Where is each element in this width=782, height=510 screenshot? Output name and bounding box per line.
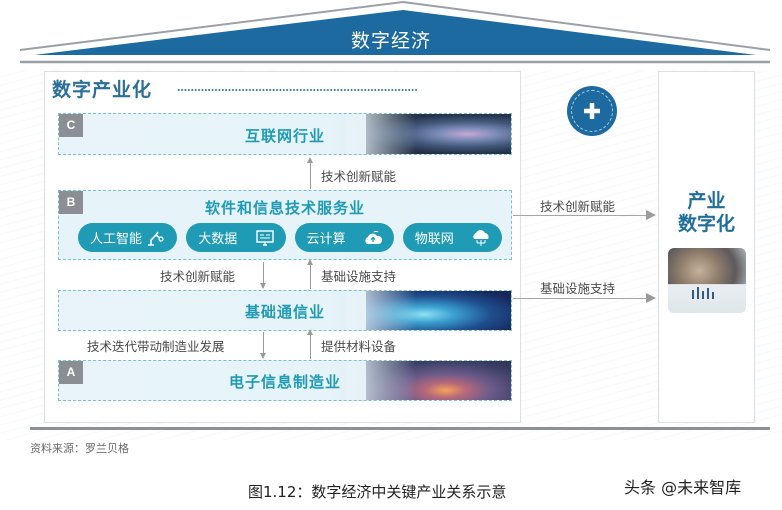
layer-title-b: 软件和信息技术服务业 <box>204 199 365 217</box>
chart-bar <box>712 292 714 299</box>
layer-internet-industry: C 互联网行业 <box>58 113 512 155</box>
chip-label: 云计算 <box>306 232 346 247</box>
business-photo <box>668 248 746 313</box>
connector-line <box>263 262 264 288</box>
layer-title-base: 基础通信业 <box>244 303 325 321</box>
connector-label-b-to-c: 技术创新赋能 <box>321 169 397 184</box>
cloud-network-icon <box>470 228 492 248</box>
dotted-divider <box>177 89 417 91</box>
connector-line <box>310 162 311 189</box>
side-arrow-line-bottom <box>513 298 648 299</box>
panel-title: 数字产业化 <box>52 79 153 101</box>
chart-bar <box>697 287 699 299</box>
layer-electronic-manufacturing: A 电子信息制造业 <box>58 360 512 401</box>
right-title-line1: 产业 <box>687 190 726 212</box>
arrow-right-icon <box>646 293 656 303</box>
letter-badge-c: C <box>59 114 83 137</box>
chart-bar <box>707 288 709 299</box>
plus-icon <box>567 86 617 136</box>
cloud-upload-icon <box>362 228 384 248</box>
connector-label-base-to-a: 技术迭代带动制造业发展 <box>87 339 225 354</box>
side-arrow-label-top: 技术创新赋能 <box>540 199 616 214</box>
connector-label-b-to-base: 技术创新赋能 <box>160 269 236 284</box>
image-fade <box>346 291 416 330</box>
floor-line <box>30 427 770 430</box>
chip-label: 物联网 <box>414 232 454 247</box>
arrow-down-icon <box>260 283 266 289</box>
right-title-line2: 数字化 <box>677 213 735 235</box>
letter-badge-b: B <box>59 191 83 214</box>
chart-bar <box>702 291 704 299</box>
figure-caption: 图1.12：数字经济中关键产业关系示意 <box>248 483 507 501</box>
tech-chip-row: 人工智能 大数据 云计算 物联网 <box>78 223 502 252</box>
image-fade <box>346 361 416 400</box>
roof-title: 数字经济 <box>350 30 431 52</box>
layer-title-c: 互联网行业 <box>244 127 325 145</box>
monitor-icon <box>254 228 276 248</box>
connector-line <box>310 262 311 289</box>
side-arrow-line-top <box>513 215 648 216</box>
industry-digitalization-panel <box>658 71 755 423</box>
connector-label-a-to-base: 提供材料设备 <box>321 339 397 354</box>
layer-basic-telecom: 基础通信业 <box>58 290 512 331</box>
chip-cloud-computing: 云计算 <box>294 223 394 252</box>
connector-line <box>310 332 311 359</box>
arrow-up-icon <box>307 157 313 163</box>
arrow-up-icon <box>307 259 313 265</box>
letter-badge-a: A <box>59 361 83 384</box>
connector-line <box>263 332 264 358</box>
chart-bar <box>692 290 694 299</box>
connector-label-base-to-b: 基础设施支持 <box>321 269 397 284</box>
chip-big-data: 大数据 <box>186 223 286 252</box>
layer-title-a: 电子信息制造业 <box>228 373 341 391</box>
chip-label: 大数据 <box>198 232 238 247</box>
robot-arm-icon <box>145 228 167 248</box>
source-note: 资料来源：罗兰贝格 <box>30 442 129 455</box>
chip-label: 人工智能 <box>90 232 143 247</box>
watermark: 头条 @未来智库 <box>624 478 742 497</box>
chip-iot: 物联网 <box>402 223 502 252</box>
arrow-down-icon <box>260 353 266 359</box>
image-fade <box>346 114 416 154</box>
roof-shape <box>19 0 771 64</box>
arrow-right-icon <box>646 210 656 220</box>
arrow-up-icon <box>307 329 313 335</box>
side-arrow-label-bottom: 基础设施支持 <box>540 281 616 296</box>
chip-ai: 人工智能 <box>78 223 178 252</box>
